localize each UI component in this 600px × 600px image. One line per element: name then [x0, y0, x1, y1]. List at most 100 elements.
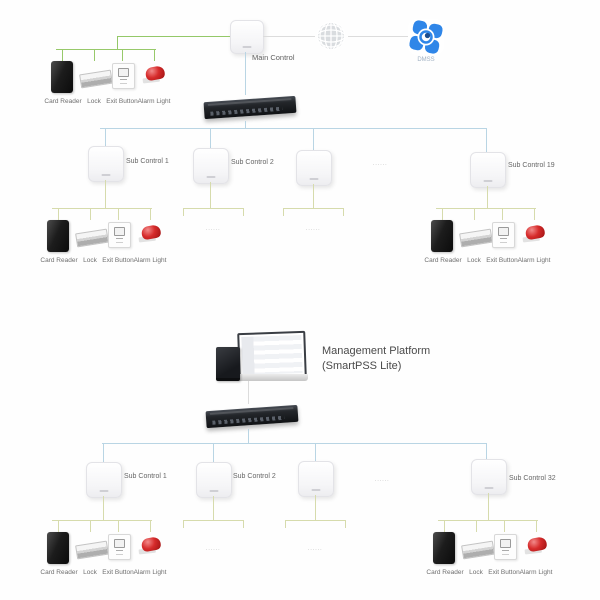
internet-line	[348, 36, 409, 37]
wiring-line	[345, 520, 346, 528]
network-line	[245, 121, 246, 129]
wiring-line	[313, 184, 314, 208]
drop-line	[476, 520, 477, 532]
network-line	[105, 128, 106, 146]
sub-control-device	[86, 462, 122, 498]
exit-button-device	[494, 534, 517, 560]
sub-control-device	[193, 148, 229, 184]
drop-line	[444, 520, 445, 532]
ellipsis: ......	[305, 225, 321, 232]
ellipsis: ......	[372, 160, 388, 167]
drop-line	[62, 49, 63, 61]
wiring-line	[488, 493, 489, 520]
card-reader-device	[431, 220, 453, 252]
bracket-line	[52, 208, 152, 209]
magnetic-lock-device	[75, 540, 109, 560]
card-reader-label: Card Reader	[40, 257, 78, 264]
magnetic-lock-device	[75, 228, 109, 248]
wiring-line	[283, 208, 284, 216]
card-reader-device	[433, 532, 455, 564]
drop-line	[534, 208, 535, 220]
ellipsis: ......	[205, 545, 221, 552]
network-line	[486, 443, 487, 459]
card-reader-device	[51, 61, 73, 93]
bracket-line	[56, 49, 156, 50]
alarm-light-device	[137, 224, 164, 245]
wiring-line	[117, 36, 118, 49]
exit-button-label: Exit Button	[106, 98, 138, 105]
management-laptop	[210, 330, 310, 386]
network-line	[213, 443, 214, 462]
network-line	[103, 443, 104, 462]
sub-control-device	[298, 461, 334, 497]
alarm-light-label: Alarm Light	[133, 569, 167, 576]
alarm-light-label: Alarm Light	[517, 257, 551, 264]
magnetic-lock-device	[79, 69, 113, 89]
wiring-line	[105, 180, 106, 208]
drop-line	[150, 520, 151, 532]
bracket-line	[52, 520, 152, 521]
sub-control-device	[196, 462, 232, 498]
card-reader-device	[47, 532, 69, 564]
sub-control-label: Sub Control 32	[509, 475, 556, 482]
card-reader-device	[47, 220, 69, 252]
sub-control-label: Sub Control 1	[126, 158, 169, 165]
wiring-line	[210, 182, 211, 208]
bracket-line	[438, 520, 538, 521]
alarm-light-device	[523, 536, 550, 557]
dmss-app-label: DMSS	[417, 57, 435, 63]
wiring-line	[283, 208, 343, 209]
sub-control-device	[470, 152, 506, 188]
exit-button-label: Exit Button	[488, 569, 520, 576]
wiring-line	[243, 208, 244, 216]
alarm-light-label: Alarm Light	[137, 98, 171, 105]
wiring-line	[285, 520, 345, 521]
peripheral-group: Card Reader Lock Exit Button Alarm Light	[44, 49, 171, 113]
wiring-line	[487, 186, 488, 208]
exit-button-device	[112, 63, 135, 89]
alarm-light-label: Alarm Light	[519, 569, 553, 576]
peripheral-group: Card Reader Lock Exit Button Alarm Light	[40, 208, 166, 272]
alarm-light-device	[137, 536, 164, 557]
lock-label: Lock	[469, 569, 483, 576]
peripheral-group: Card Reader Lock Exit Button Alarm Light	[426, 520, 553, 584]
exit-button-device	[108, 534, 131, 560]
lock-label: Lock	[83, 257, 97, 264]
network-line	[100, 128, 487, 129]
wiring-line	[243, 520, 244, 528]
drop-line	[150, 208, 151, 220]
internet-line	[263, 36, 315, 37]
drop-line	[502, 208, 503, 220]
platform-label-line1: Management Platform	[322, 345, 431, 357]
enrollment-reader-device	[216, 347, 240, 381]
platform-label-line2: (SmartPSS Lite)	[322, 360, 402, 372]
sub-control-label: Sub Control 2	[233, 473, 276, 480]
wiring-line	[183, 520, 184, 528]
lock-label: Lock	[467, 257, 481, 264]
bracket-line	[436, 208, 536, 209]
network-line	[313, 128, 314, 150]
lock-label: Lock	[87, 98, 101, 105]
lock-label: Lock	[83, 569, 97, 576]
drop-line	[122, 49, 123, 61]
sub-control-label: Sub Control 19	[508, 162, 555, 169]
network-line	[486, 128, 487, 152]
sub-control-label: Sub Control 1	[124, 473, 167, 480]
ellipsis: ......	[374, 476, 390, 483]
drop-line	[442, 208, 443, 220]
peripheral-group: Card Reader Lock Exit Button Alarm Light	[40, 520, 167, 584]
wiring-line	[103, 496, 104, 520]
wiring-line	[213, 496, 214, 520]
exit-button-label: Exit Button	[486, 257, 518, 264]
network-line	[248, 429, 249, 443]
network-switch	[203, 94, 297, 122]
wiring-line	[183, 208, 243, 209]
network-line	[315, 443, 316, 461]
network-switch	[205, 403, 299, 431]
exit-button-label: Exit Button	[102, 569, 134, 576]
drop-line	[118, 208, 119, 220]
laptop-base	[220, 374, 308, 381]
card-reader-label: Card Reader	[44, 98, 82, 105]
drop-line	[536, 520, 537, 532]
